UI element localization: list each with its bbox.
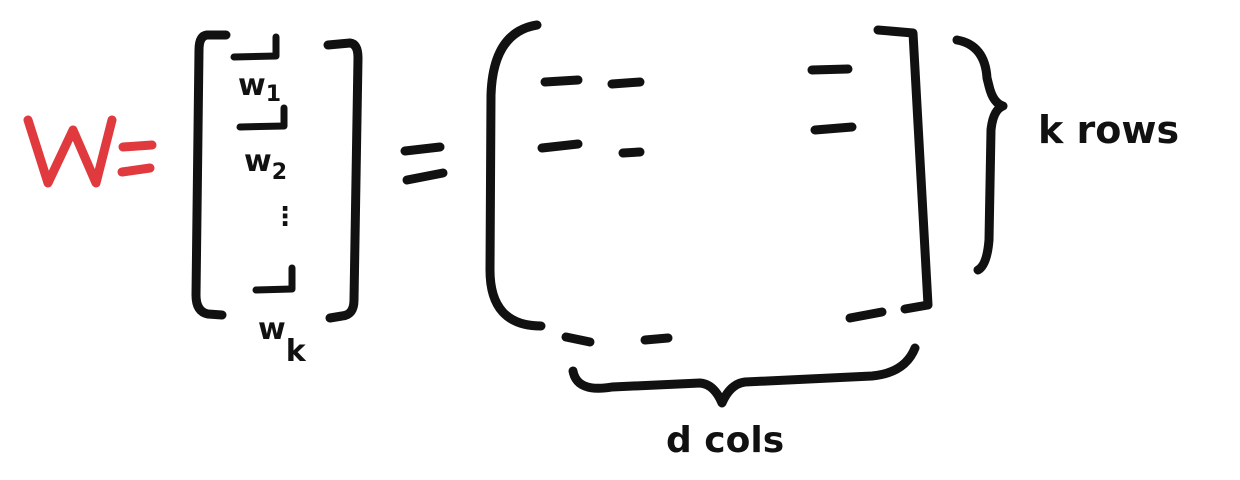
matrix-right-bracket: [873, 25, 933, 314]
row-k-subscript: k: [285, 334, 306, 369]
row-k-transpose-mark: [252, 264, 296, 294]
row-1-transpose-mark: [230, 33, 280, 61]
row-1-name: w: [238, 68, 266, 103]
row-count-label: k rows: [1038, 108, 1180, 152]
row-1-label: w1: [238, 68, 281, 107]
row-2-name: w: [244, 144, 272, 179]
row-1-subscript: 1: [265, 82, 282, 107]
matrix-last-row-dash-2: [640, 333, 673, 345]
matrix-last-row-dash-1: [561, 332, 595, 347]
matrix-row-2-dash-3: [810, 122, 857, 135]
row-k-name: w: [258, 312, 286, 347]
row-2-subscript: 2: [271, 160, 288, 185]
row-2-transpose-mark: [236, 104, 288, 131]
middle-equals-sign: [400, 142, 448, 185]
matrix-row-1-dash-3: [807, 64, 853, 75]
vertical-ellipsis: ⋮: [272, 202, 298, 232]
lhs-w-strokes: [23, 115, 117, 188]
lhs-equals-sign: [117, 140, 157, 177]
matrix-left-bracket: [485, 20, 546, 331]
vector-right-bracket: [323, 38, 363, 323]
matrix-row-2-dash-1: [537, 139, 583, 153]
matrix-row-2-dash-2: [618, 147, 645, 158]
col-count-label: d cols: [666, 420, 785, 461]
vector-left-bracket: [191, 30, 231, 320]
cols-curly-brace: [568, 343, 920, 408]
matrix-row-1-dash-1: [540, 75, 583, 87]
row-2-label: w2: [244, 144, 287, 185]
rows-curly-brace: [952, 35, 1008, 275]
matrix-last-row-dash-3: [845, 307, 887, 323]
matrix-row-1-dash-2: [607, 77, 645, 89]
row-k-label: wk: [258, 312, 306, 369]
